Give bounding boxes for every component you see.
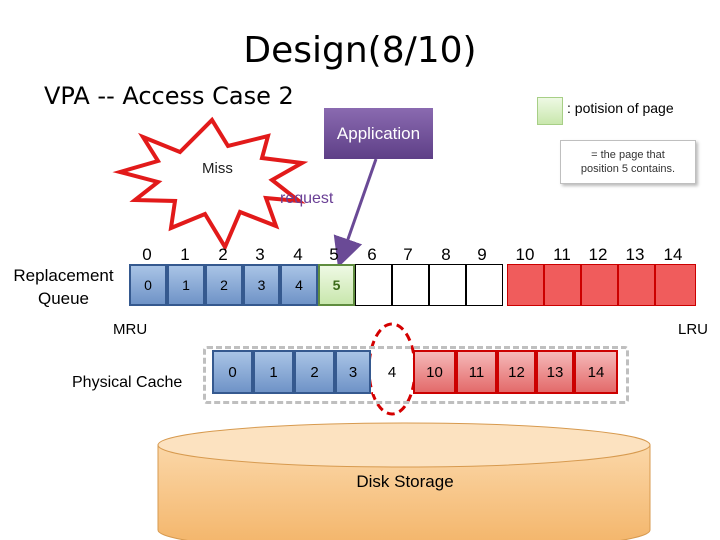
queue-index: 6: [367, 245, 377, 264]
queue-cell: [466, 264, 503, 306]
request-label: request: [280, 190, 334, 207]
queue-cell: [618, 264, 655, 306]
queue-cell: 1: [167, 264, 205, 306]
queue-index: 12: [588, 245, 608, 264]
physical-cache-frame: [203, 346, 629, 404]
cache-cell: 1: [253, 350, 294, 394]
request-arrow: [333, 158, 378, 268]
queue-index: 1: [180, 245, 190, 264]
lru-label: LRU: [678, 321, 709, 338]
queue-index: 13: [625, 245, 645, 264]
callout-note: = the page that position 5 contains.: [560, 140, 696, 184]
queue-index: 10: [515, 245, 535, 264]
queue-cell: [392, 264, 429, 306]
cache-cell: 11: [456, 350, 497, 394]
queue-cell: [429, 264, 466, 306]
queue-index: 14: [663, 245, 683, 264]
queue-index: 9: [477, 245, 487, 264]
callout-note-line1: = the page that: [591, 149, 665, 161]
legend-text: : potision of page: [567, 100, 674, 116]
queue-cell-current: 5: [318, 264, 355, 306]
disk-storage-label: Disk Storage: [356, 472, 454, 491]
queue-cell: [355, 264, 392, 306]
queue-cell: [507, 264, 544, 306]
miss-burst-icon: [112, 116, 309, 252]
queue-cell: [581, 264, 618, 306]
queue-cell: 0: [129, 264, 167, 306]
queue-cell: 2: [205, 264, 243, 306]
queue-cell: [544, 264, 581, 306]
queue-index: 11: [553, 245, 571, 264]
queue-index: 0: [142, 245, 152, 264]
replacement-queue-label: Replacement Queue: [6, 264, 121, 310]
cache-cell: 12: [497, 350, 536, 394]
callout-note-line2: position 5 contains.: [580, 163, 676, 175]
mru-label: MRU: [113, 321, 148, 338]
page-subtitle: VPA -- Access Case 2: [44, 82, 294, 110]
legend-swatch: [537, 97, 563, 125]
cache-cell: 13: [536, 350, 574, 394]
queue-index: 4: [293, 245, 303, 264]
application-box: Application: [324, 108, 433, 159]
miss-label: Miss: [202, 160, 233, 177]
cache-cell: 3: [335, 350, 371, 394]
replacement-queue-label-line1: Replacement: [13, 266, 114, 285]
queue-index: 7: [403, 245, 413, 264]
page-title: Design(8/10): [243, 30, 477, 71]
queue-index: 3: [255, 245, 265, 264]
replacement-queue-label-line2: Queue: [37, 289, 90, 308]
queue-index: 8: [441, 245, 451, 264]
queue-index: 5: [329, 245, 339, 264]
cache-cell-evicted: 4: [373, 350, 411, 394]
cache-cell: 2: [294, 350, 335, 394]
cache-cell: 10: [413, 350, 456, 394]
application-label: Application: [336, 123, 421, 143]
queue-index: 2: [218, 245, 228, 264]
cache-cell: 0: [212, 350, 253, 394]
queue-cell: 3: [243, 264, 280, 306]
cache-cell: 14: [574, 350, 618, 394]
queue-cell: 4: [280, 264, 318, 306]
queue-cell: [655, 264, 696, 306]
physical-cache-label: Physical Cache: [72, 374, 183, 391]
